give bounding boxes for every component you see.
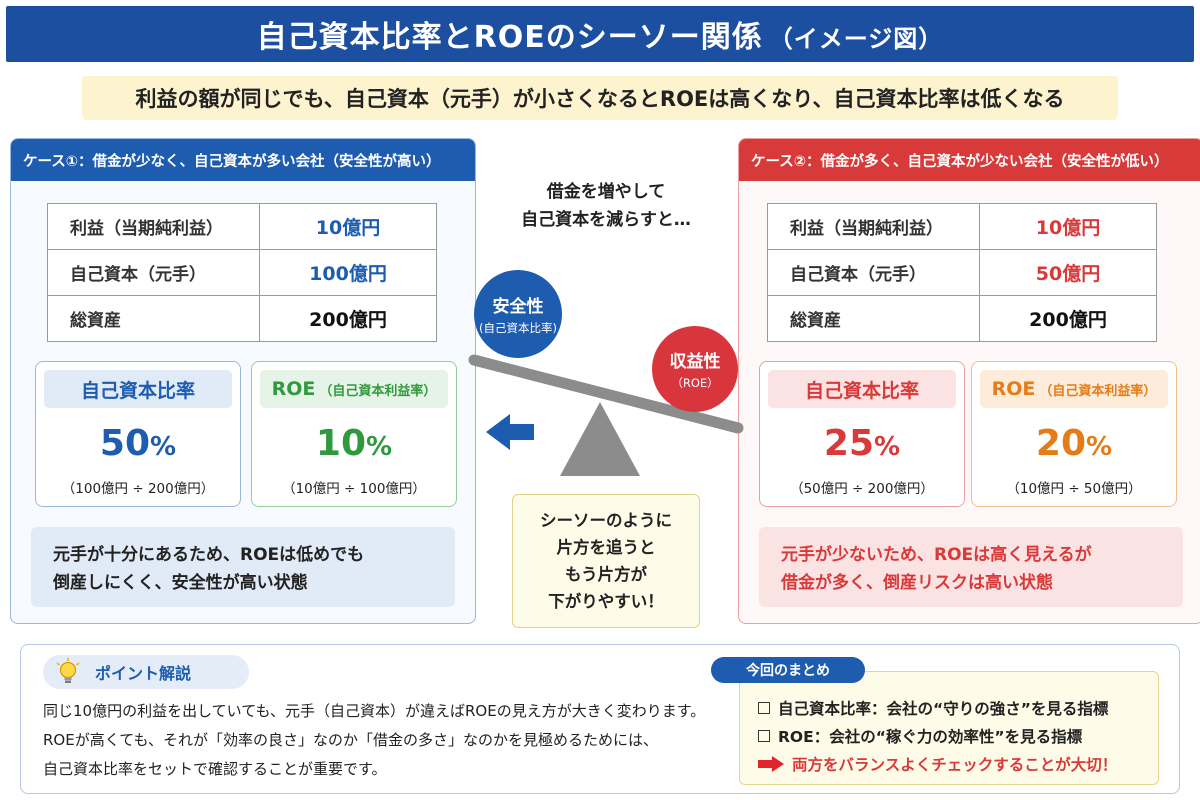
summary-tab: 今回のまとめ (711, 657, 865, 683)
lightbulb-icon (56, 658, 80, 683)
metric-formula: （10億円 ÷ 50億円） (1006, 481, 1142, 497)
subtitle-banner: 利益の額が同じでも、自己資本（元手）が小さくなるとROEは高くなり、自己資本比率… (82, 76, 1118, 120)
case2-roe-box: ROE（自己資本利益率） 20% （10億円 ÷ 50億円） (971, 361, 1177, 507)
case1-header: ケース①：借金が少なく、自己資本が多い会社（安全性が高い） (11, 139, 475, 181)
metric-formula: （100億円 ÷ 200億円） (61, 481, 215, 497)
center-note: シーソーのように 片方を追うと もう片方が 下がりやすい！ (512, 494, 700, 628)
point-panel: ポイント解説 同じ10億円の利益を出していても、元手（自己資本）が違えばROEの… (20, 644, 1180, 794)
table-row: 利益（当期純利益） 10億円 (767, 203, 1157, 250)
case1-roe-box: ROE（自己資本利益率） 10% （10億円 ÷ 100億円） (251, 361, 457, 507)
table-cell-value: 200億円 (979, 295, 1157, 342)
table-cell-label: 利益（当期純利益） (767, 203, 980, 250)
table-cell-value: 10億円 (979, 203, 1157, 250)
profit-circle: 収益性 （ROE） (652, 326, 738, 412)
checkbox-icon (758, 702, 770, 714)
metric-label: 自己資本比率 (768, 370, 956, 408)
case1-panel: ケース①：借金が少なく、自己資本が多い会社（安全性が高い） 利益（当期純利益） … (10, 138, 476, 624)
case2-equity-ratio-box: 自己資本比率 25% （50億円 ÷ 200億円） (759, 361, 965, 507)
metric-label: 自己資本比率 (44, 370, 232, 408)
metric-formula: （10億円 ÷ 100億円） (282, 481, 426, 497)
summary-box: 自己資本比率：会社の“守りの強さ”を見る指標 ROE：会社の“稼ぐ力の効率性”を… (739, 671, 1159, 785)
table-cell-value: 10億円 (259, 203, 437, 250)
table-cell-label: 利益（当期純利益） (47, 203, 260, 250)
checkbox-icon (758, 730, 770, 742)
case2-panel: ケース②：借金が多く、自己資本が少ない会社（安全性が低い） 利益（当期純利益） … (738, 138, 1200, 624)
title-bar: 自己資本比率とROEのシーソー関係（イメージ図） (6, 6, 1194, 62)
table-row: 総資産 200億円 (47, 295, 437, 342)
metric-formula: （50億円 ÷ 200億円） (790, 481, 934, 497)
table-row: 自己資本（元手） 50億円 (767, 249, 1157, 296)
metric-value: 50% (99, 423, 177, 464)
table-row: 総資産 200億円 (767, 295, 1157, 342)
table-cell-label: 自己資本（元手） (767, 249, 980, 296)
seesaw-fulcrum (560, 402, 640, 476)
table-cell-value: 200億円 (259, 295, 437, 342)
left-arrow-icon (486, 414, 534, 450)
metric-label: ROE（自己資本利益率） (260, 370, 448, 408)
table-row: 自己資本（元手） 100億円 (47, 249, 437, 296)
summary-item: 自己資本比率：会社の“守りの強さ”を見る指標 (758, 694, 1142, 722)
summary-item: ROE：会社の“稼ぐ力の効率性”を見る指標 (758, 722, 1142, 750)
table-cell-value: 50億円 (979, 249, 1157, 296)
metric-value: 20% (1035, 423, 1113, 464)
case1-financial-table: 利益（当期純利益） 10億円 自己資本（元手） 100億円 総資産 200億円 (47, 203, 437, 342)
table-cell-value: 100億円 (259, 249, 437, 296)
case2-note: 元手が少ないため、ROEは高く見えるが 借金が多く、倒産リスクは高い状態 (759, 527, 1183, 607)
center-caption: 借金を増やして 自己資本を減らすと… (521, 182, 691, 230)
table-cell-label: 総資産 (47, 295, 260, 342)
table-cell-label: 自己資本（元手） (47, 249, 260, 296)
safety-circle: 安全性 (自己資本比率) (474, 270, 562, 358)
page-title: 自己資本比率とROEのシーソー関係（イメージ図） (256, 20, 944, 55)
right-arrow-icon (758, 756, 784, 772)
metric-value: 10% (315, 423, 393, 464)
case2-header: ケース②：借金が多く、自己資本が少ない会社（安全性が低い） (739, 139, 1200, 181)
case2-financial-table: 利益（当期純利益） 10億円 自己資本（元手） 50億円 総資産 200億円 (767, 203, 1157, 342)
seesaw-beam (468, 354, 744, 434)
case1-note: 元手が十分にあるため、ROEは低めでも 倒産しにくく、安全性が高い状態 (31, 527, 455, 607)
table-cell-label: 総資産 (767, 295, 980, 342)
seesaw-icon (468, 354, 744, 476)
table-row: 利益（当期純利益） 10億円 (47, 203, 437, 250)
case1-equity-ratio-box: 自己資本比率 50% （100億円 ÷ 200億円） (35, 361, 241, 507)
point-text: 同じ10億円の利益を出していても、元手（自己資本）が違えばROEの見え方が大きく… (43, 702, 706, 778)
metric-label: ROE（自己資本利益率） (980, 370, 1168, 408)
point-label: ポイント解説 (43, 655, 249, 689)
summary-conclusion: 両方をバランスよくチェックすることが大切！ (758, 750, 1142, 778)
metric-value: 25% (823, 423, 901, 464)
